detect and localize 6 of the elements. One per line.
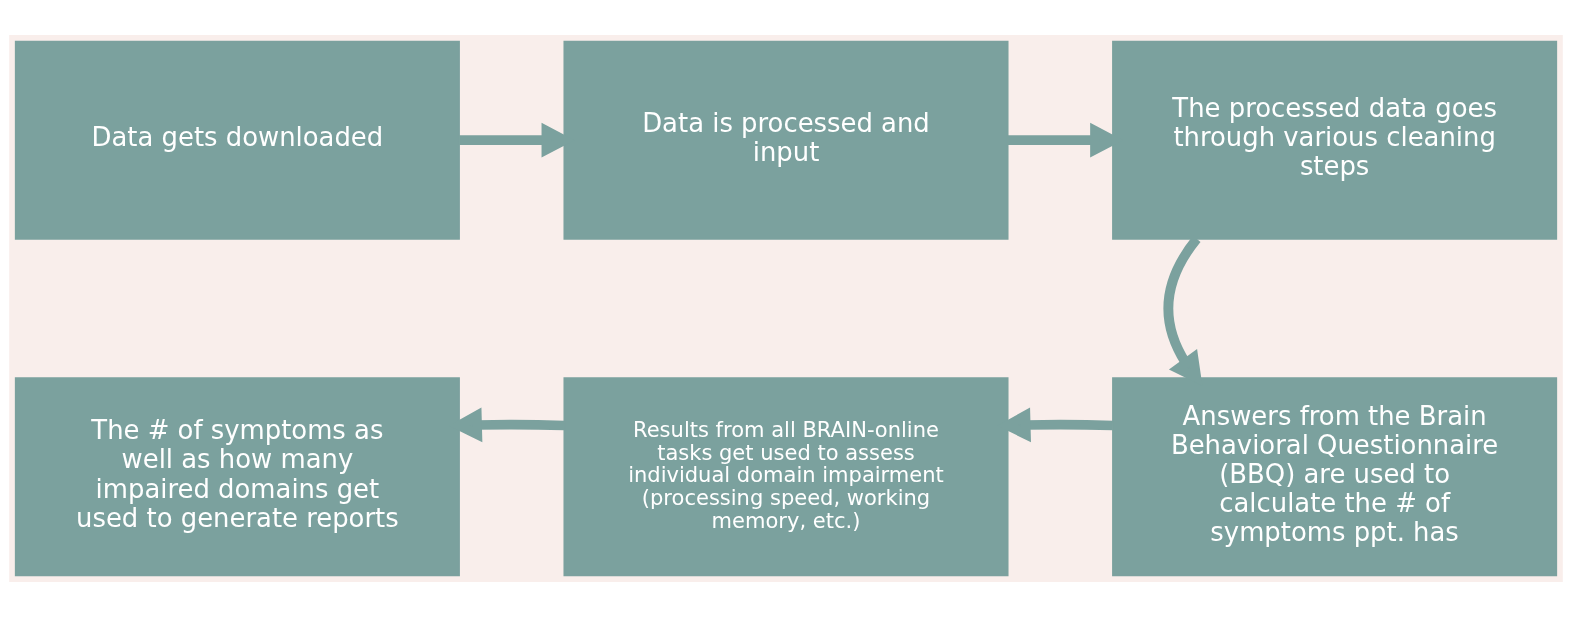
node-box: The # of symptoms as well as how many impaired domains get used to generate reports — [14, 377, 460, 577]
node-box: Data is processed and input — [563, 40, 1009, 240]
node-box: The processed data goes through various cleaning steps — [1112, 40, 1558, 240]
node-box: Answers from the Brain Behavioral Questionnaire (BBQ) are used to calculate the # of symptoms ppt. has — [1112, 377, 1558, 577]
node-box: Results from all BRAIN-online tasks get used to assess individual domain impairment (processing speed, working memory, etc.) — [563, 377, 1009, 577]
node-box: Data gets downloaded — [14, 40, 460, 240]
